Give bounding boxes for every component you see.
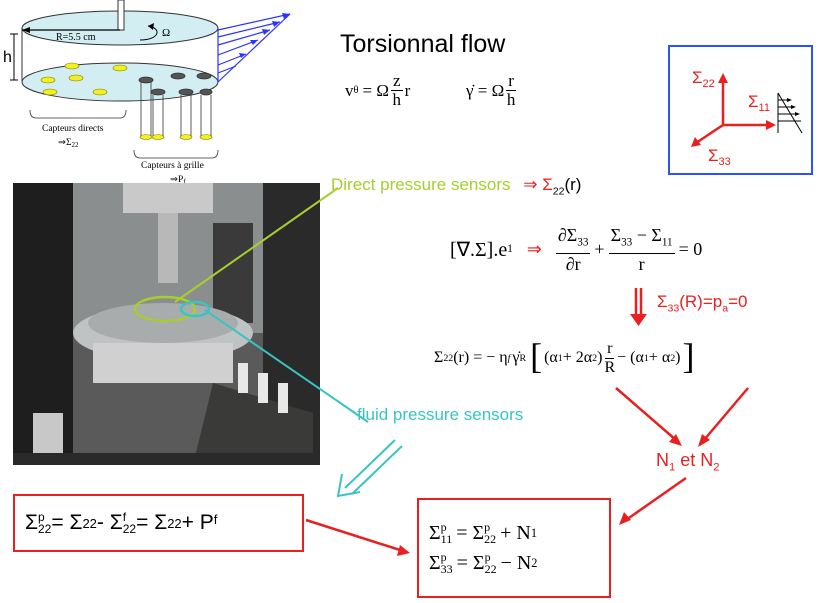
sigma33-axis-label: Σ33 (708, 146, 731, 168)
velocity-arrowheads (239, 13, 290, 58)
stress-axes: Σ22 Σ11 Σ33 (691, 68, 803, 168)
omega-label: Ω (162, 27, 170, 39)
radius-label: R=5.5 cm (56, 32, 96, 43)
rheometer-diagram: R=5.5 cm Ω h (3, 0, 291, 186)
sigma22-axis-label: Σ22 (692, 68, 715, 90)
shear-rate-formula: γ̇ = Ω r h (466, 71, 516, 109)
stress-axes-box (668, 45, 813, 175)
grid-sensor-discs (139, 134, 213, 140)
sigma11-axis-label: Σ11 (748, 92, 770, 114)
direct-sensors-dots (40, 62, 128, 96)
slide-title: Torsionnal flow (340, 30, 506, 58)
grid-sensor-tubes (140, 82, 212, 136)
height-label: h (3, 49, 12, 66)
rheometer-photo (13, 183, 320, 465)
direct-pressure-label: Direct pressure sensors ⇒ Σ22(r) (331, 175, 582, 198)
boundary-condition: Σ33(R)=pa=0 (657, 292, 748, 315)
velocity-profile (217, 13, 291, 83)
direct-caption-2: ⇒Σ22 (58, 138, 79, 149)
grid-sensors (138, 72, 213, 96)
normal-stress-differences: N1 et N2 (656, 450, 720, 474)
direct-caption-1: Capteurs directs (42, 124, 104, 134)
grid-caption-1: Capteurs à grille (141, 161, 204, 171)
fluid-pressure-label: fluid pressure sensors (357, 405, 524, 424)
grid-caption-2: ⇒Pf (170, 175, 186, 186)
